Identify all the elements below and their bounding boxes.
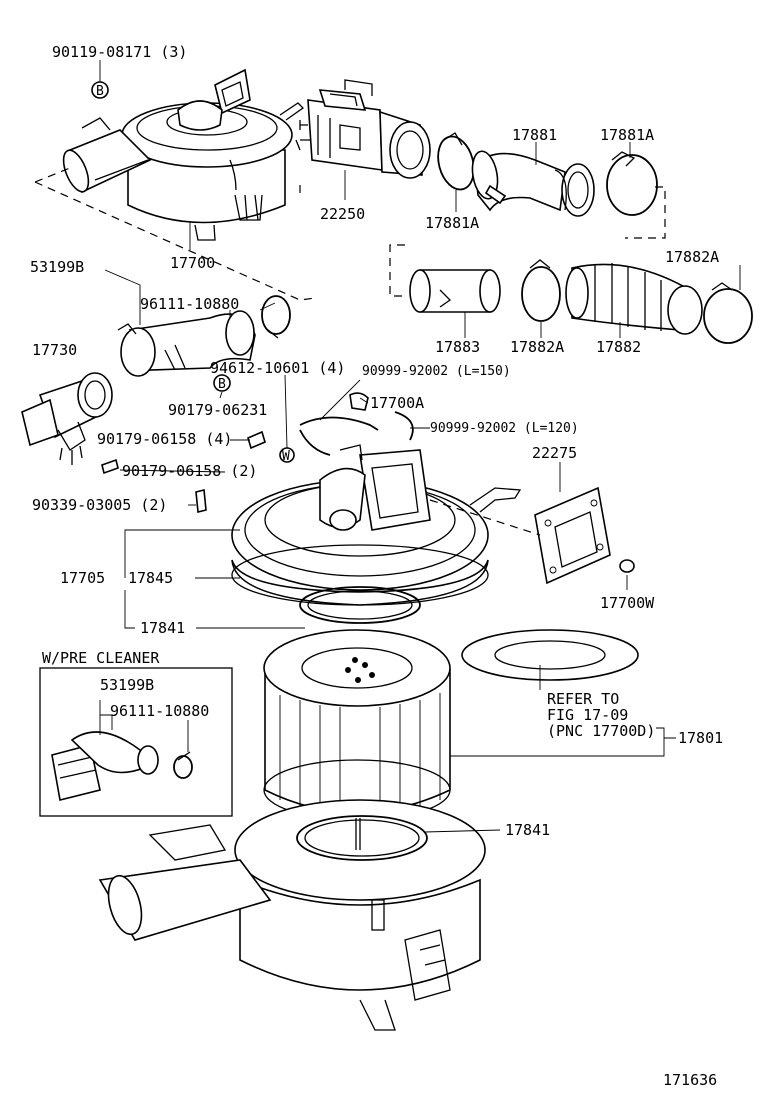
gasket-icon [534,486,611,585]
part-label: 90179-06158 (4) [97,430,232,448]
part-label: 17883 [435,338,480,356]
part-label: 90179-06231 [168,401,267,419]
part-label: 17730 [32,341,77,359]
part-label: 53199B [30,258,84,276]
part-label: 90179-06158 (2) [122,462,257,480]
part-label: 90119-08171 (3) [52,43,187,61]
air-flow-meter-icon [300,79,431,179]
pre-cleaner-inset-box [39,667,233,817]
part-label: 96111-10880 [140,295,239,313]
clamp-icon [606,151,658,216]
part-label: 22250 [320,205,365,223]
refer-note: FIG 17-09 [547,706,628,724]
clamp-icon [521,259,561,322]
part-label: 17882A [510,338,564,356]
part-label: 17882A [665,248,719,266]
hose-icon [471,150,595,217]
part-label: 17705 [60,569,105,587]
air-cleaner-assembly-icon [62,68,305,241]
seal-ring-icon [461,629,639,681]
refer-note: (PNC 17700D) [547,722,655,740]
clamp-icon [261,295,291,339]
air-cleaner-cap-icon [231,444,522,606]
part-label: 17845 [128,569,173,587]
leader-lines [99,60,741,833]
part-label: 90999-92002 (L=150) [362,364,511,379]
washer-marker-w: W [282,449,290,464]
part-label: 17881A [600,126,654,144]
part-label: 17801 [678,729,723,747]
bolt-icon [91,81,635,573]
part-label: 17882 [596,338,641,356]
part-label: 90999-92002 (L=120) [430,421,579,436]
gasket-icon [299,586,421,624]
clamp-icon [437,132,475,191]
bolt-marker-b: B [96,84,104,99]
clamp-icon [703,282,753,344]
part-label: 17841 [140,619,185,637]
filter-element-icon [263,629,451,821]
part-label: 94612-10601 (4) [210,359,345,377]
figure-number: 171636 [663,1071,717,1089]
part-label: 17881 [512,126,557,144]
pre-cleaner-icon [21,372,113,465]
part-label: 22275 [532,444,577,462]
hose-icon [565,263,703,335]
inset-title: W/PRE CLEANER [42,649,160,667]
hose-icon [409,269,501,313]
pre-cleaner-icon [51,731,193,801]
part-label: 17700A [370,394,424,412]
part-label: 17700W [600,594,655,612]
air-cleaner-case-icon [98,799,486,1031]
part-label: 90339-03005 (2) [32,496,167,514]
part-label: 17841 [505,821,550,839]
part-label: 17881A [425,214,479,232]
refer-note: REFER TO [547,690,619,708]
part-label: 96111-10880 [110,702,209,720]
bolt-marker-b: B [218,377,226,392]
part-label: 17700 [170,254,215,272]
part-label: 53199B [100,676,154,694]
hose-icon [117,310,256,377]
